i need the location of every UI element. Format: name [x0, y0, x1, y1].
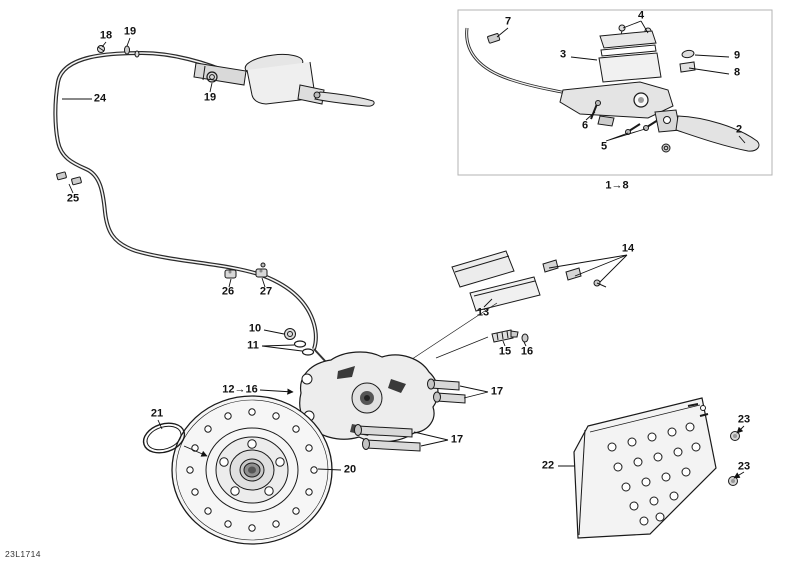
- callout-3: 3: [559, 48, 567, 61]
- brake-disc: [171, 395, 333, 545]
- guard-nuts: [728, 431, 740, 486]
- guard-plate: [573, 397, 717, 539]
- callout-13: 13: [476, 306, 490, 319]
- hose-fasteners-top: [56, 45, 218, 186]
- caliper-bolts-upper: [427, 378, 466, 404]
- callout-15: 15: [498, 345, 512, 358]
- callout-11: 11: [247, 339, 259, 352]
- callout-27: 27: [259, 285, 273, 298]
- leader-lines: [62, 20, 746, 479]
- callout-12-to-16: 12→16: [222, 383, 258, 396]
- callout-23-top: 23: [737, 413, 751, 426]
- callout-18: 18: [99, 29, 113, 42]
- callout-2: 2: [735, 123, 743, 136]
- callout-22: 22: [541, 459, 555, 472]
- callout-4: 4: [637, 9, 645, 22]
- callout-19-a: 19: [123, 25, 137, 38]
- master-cylinder-main: [193, 53, 375, 107]
- callout-20: 20: [343, 463, 357, 476]
- banjo-fitting: [284, 328, 327, 363]
- hose-clip-7: [487, 33, 501, 44]
- callout-8: 8: [733, 66, 741, 79]
- callout-26: 26: [221, 285, 235, 298]
- callout-24: 24: [93, 92, 107, 105]
- callout-6: 6: [581, 119, 589, 132]
- callout-10: 10: [248, 322, 262, 335]
- brake-lever-main: [314, 91, 375, 107]
- brake-hose: [53, 50, 318, 350]
- callout-23-bottom: 23: [737, 460, 751, 473]
- callout-5: 5: [600, 140, 608, 153]
- brake-lever-detail: [675, 115, 760, 152]
- callout-7: 7: [504, 15, 512, 28]
- hose-clamps: [224, 262, 268, 279]
- callout-25: 25: [66, 192, 80, 205]
- callout-9: 9: [733, 49, 741, 62]
- callout-1-to-8: 1→8: [605, 179, 629, 192]
- caliper-bolts-lower: [354, 424, 421, 452]
- brake-pads: [399, 250, 607, 368]
- bleeder-screw: [435, 329, 529, 359]
- callout-14: 14: [621, 242, 635, 255]
- callout-21: 21: [150, 407, 164, 420]
- detail-box: [457, 9, 773, 176]
- callout-19-b: 19: [203, 91, 217, 104]
- reservoir-cover: [599, 30, 657, 49]
- callout-16: 16: [520, 345, 534, 358]
- callout-17-upper: 17: [490, 385, 504, 398]
- callout-17-lower: 17: [450, 433, 464, 446]
- diagram-code: 23L1714: [5, 549, 41, 559]
- reservoir-gasket: [600, 44, 657, 57]
- reservoir-body: [598, 52, 662, 83]
